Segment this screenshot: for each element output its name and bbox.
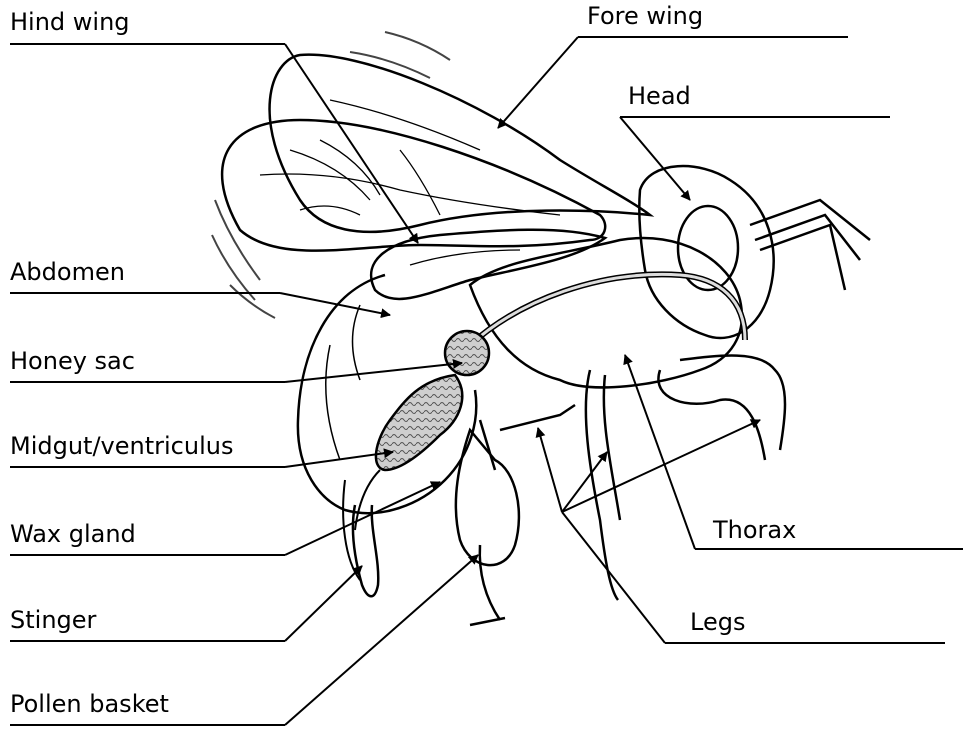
label-fore-wing: Fore wing — [587, 4, 703, 28]
label-honey-sac: Honey sac — [10, 349, 135, 373]
label-wax-gland: Wax gland — [10, 522, 136, 546]
honey-sac-shape — [445, 331, 489, 375]
label-abdomen: Abdomen — [10, 260, 125, 284]
motion-lines — [212, 32, 450, 318]
label-legs: Legs — [690, 610, 745, 634]
head-shape — [639, 166, 773, 338]
midgut-shape — [376, 375, 462, 470]
label-stinger: Stinger — [10, 608, 96, 632]
legs-shapes — [456, 356, 785, 625]
label-thorax: Thorax — [713, 518, 796, 542]
label-pollen-basket: Pollen basket — [10, 692, 169, 716]
label-head: Head — [628, 84, 691, 108]
label-midgut: Midgut/ventriculus — [10, 434, 233, 458]
label-hind-wing: Hind wing — [10, 10, 130, 34]
antennae — [750, 200, 870, 290]
